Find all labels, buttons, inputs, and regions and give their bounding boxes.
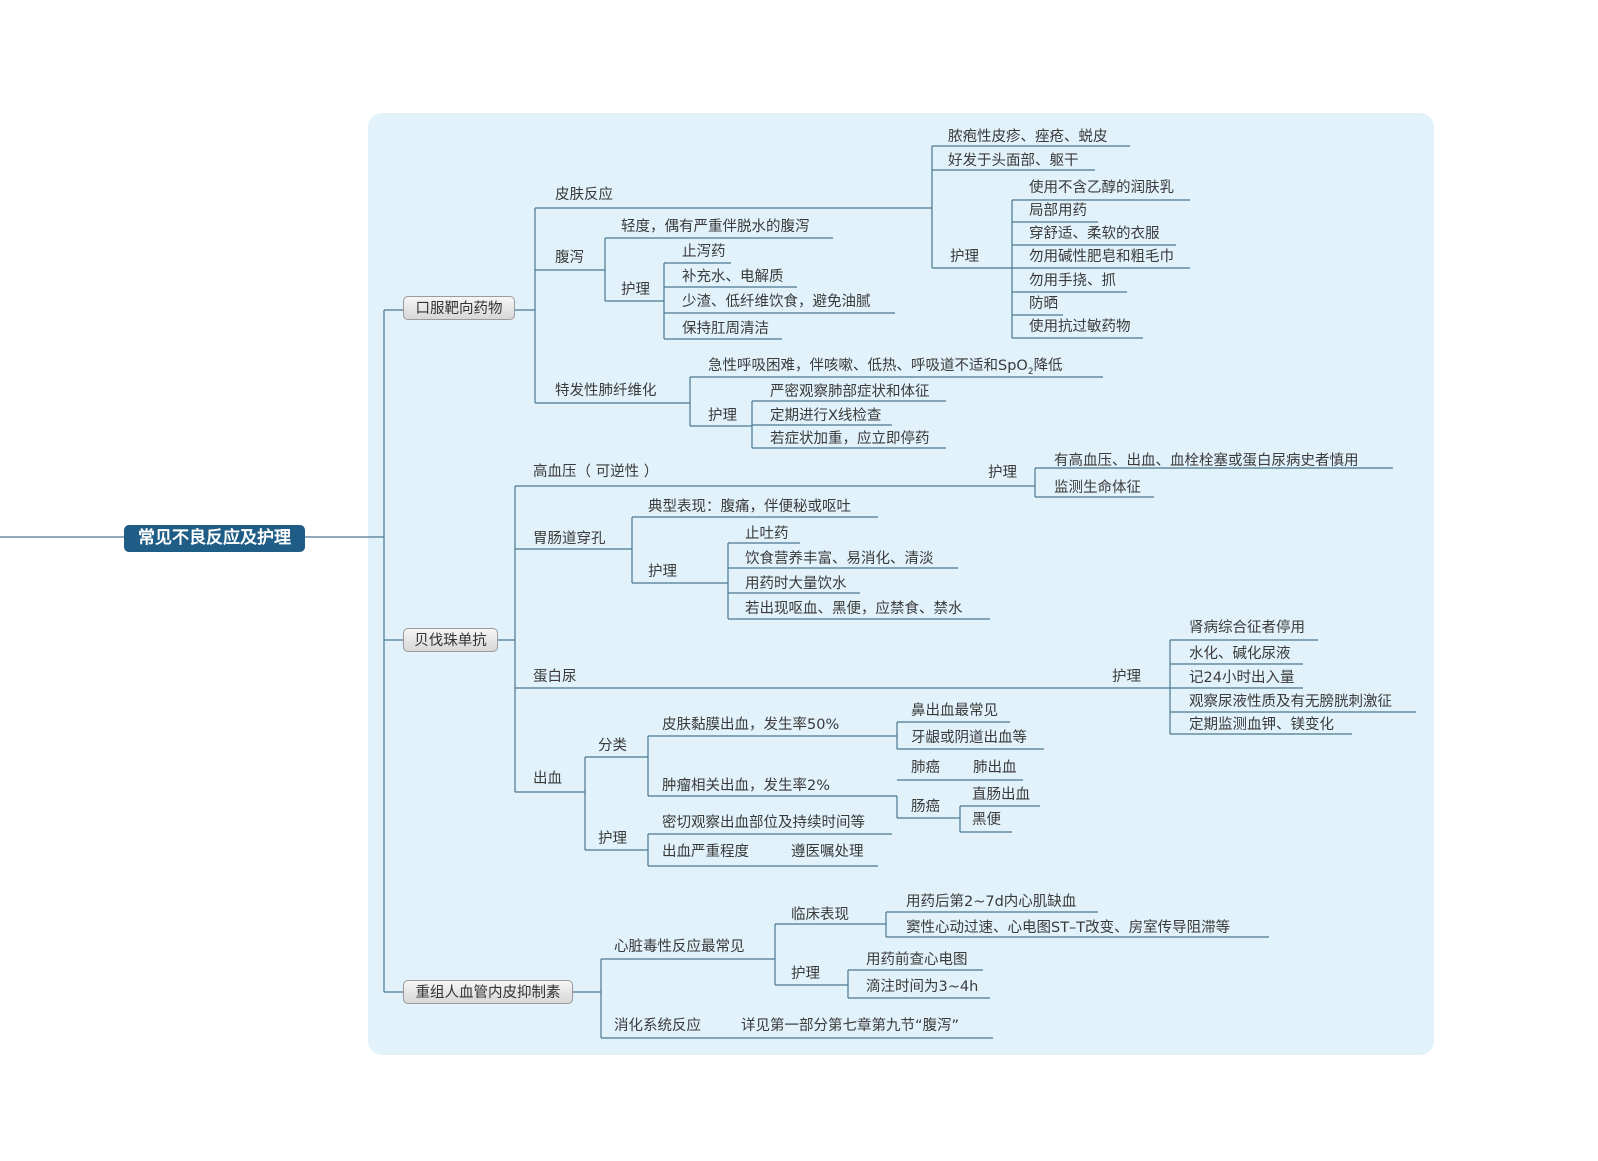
topic-ipf[interactable]: 特发性肺纤维化 [555, 383, 657, 399]
htn-care-item[interactable]: 监测生命体征 [1054, 480, 1141, 496]
prot-care[interactable]: 护理 [1112, 669, 1141, 685]
digestive-reference[interactable]: 详见第一部分第七章第九节“腹泻” [741, 1018, 960, 1034]
bleed-nose[interactable]: 鼻出血最常见 [911, 703, 998, 719]
ipf-care-item[interactable]: 严密观察肺部症状和体征 [770, 384, 930, 400]
topic-hypertension[interactable]: 高血压（ 可逆性 ） [533, 464, 659, 480]
bleed-lung-hemorrhage[interactable]: 肺出血 [973, 760, 1017, 776]
prot-care-item[interactable]: 肾病综合征者停用 [1189, 620, 1305, 636]
topic-oral-targeted-drugs[interactable]: 口服靶向药物 [403, 296, 515, 320]
bleed-care-severity[interactable]: 出血严重程度 [662, 844, 749, 860]
prot-care-item[interactable]: 观察尿液性质及有无膀胱刺激征 [1189, 694, 1392, 710]
diarrhea-care-item[interactable]: 保持肛周清洁 [682, 321, 769, 337]
skin-location[interactable]: 好发于头面部、躯干 [948, 153, 1079, 169]
topic-endostar[interactable]: 重组人血管内皮抑制素 [403, 980, 573, 1004]
ipf-symptom[interactable]: 急性呼吸困难，伴咳嗽、低热、呼吸道不适和SpO2降低 [708, 358, 1063, 377]
gi-care[interactable]: 护理 [648, 564, 677, 580]
skin-care-item[interactable]: 穿舒适、柔软的衣服 [1029, 226, 1160, 242]
topic-skin-reaction[interactable]: 皮肤反应 [555, 187, 613, 203]
skin-care-item[interactable]: 局部用药 [1029, 203, 1087, 219]
gi-symptom[interactable]: 典型表现：腹痛，伴便秘或呕吐 [648, 499, 851, 515]
diarrhea-care-item[interactable]: 少渣、低纤维饮食，避免油腻 [682, 294, 871, 310]
htn-care-item[interactable]: 有高血压、出血、血栓栓塞或蛋白尿病史者慎用 [1054, 453, 1359, 469]
diarrhea-care[interactable]: 护理 [621, 282, 650, 298]
bleed-skin-mucosa[interactable]: 皮肤黏膜出血，发生率50% [662, 717, 840, 733]
cardio-clinical[interactable]: 临床表现 [791, 907, 849, 923]
diarrhea-care-item[interactable]: 补充水、电解质 [682, 269, 784, 285]
skin-care-item[interactable]: 勿用手挠、抓 [1029, 273, 1116, 289]
bleed-care-follow-doctor[interactable]: 遵医嘱处理 [791, 844, 864, 860]
gi-care-item[interactable]: 饮食营养丰富、易消化、清淡 [745, 551, 934, 567]
skin-care-item[interactable]: 使用不含乙醇的润肤乳 [1029, 180, 1174, 196]
topic-bleeding[interactable]: 出血 [533, 771, 562, 787]
gi-care-item[interactable]: 若出现呕血、黑便，应禁食、禁水 [745, 601, 963, 617]
cardio-care-item[interactable]: 用药前查心电图 [866, 952, 968, 968]
cardio-clinical-item[interactable]: 窦性心动过速、心电图ST–T改变、房室传导阻滞等 [906, 920, 1231, 936]
ipf-care-item[interactable]: 若症状加重，应立即停药 [770, 431, 930, 447]
gi-care-item[interactable]: 用药时大量饮水 [745, 576, 847, 592]
mindmap-panel [368, 113, 1434, 1055]
topic-cardiotoxicity[interactable]: 心脏毒性反应最常见 [614, 939, 745, 955]
diarrhea-care-item[interactable]: 止泻药 [682, 244, 726, 260]
topic-diarrhea[interactable]: 腹泻 [555, 250, 584, 266]
skin-care-item[interactable]: 使用抗过敏药物 [1029, 319, 1131, 335]
topic-digestive[interactable]: 消化系统反应 [614, 1018, 701, 1034]
prot-care-item[interactable]: 记24小时出入量 [1189, 670, 1295, 686]
topic-bevacizumab[interactable]: 贝伐珠单抗 [403, 628, 498, 652]
bleed-melena[interactable]: 黑便 [972, 812, 1001, 828]
bleed-classification[interactable]: 分类 [598, 738, 627, 754]
skin-symptom[interactable]: 脓疱性皮疹、痤疮、蜕皮 [948, 129, 1108, 145]
ipf-care-item[interactable]: 定期进行X线检查 [770, 408, 882, 424]
gi-care-item[interactable]: 止吐药 [745, 526, 789, 542]
prot-care-item[interactable]: 水化、碱化尿液 [1189, 646, 1291, 662]
root-topic[interactable]: 常见不良反应及护理 [124, 525, 305, 552]
cardio-care-item[interactable]: 滴注时间为3~4h [866, 979, 979, 995]
bleed-care-observe[interactable]: 密切观察出血部位及持续时间等 [662, 815, 865, 831]
bleed-rectal[interactable]: 直肠出血 [972, 787, 1030, 803]
bleed-care[interactable]: 护理 [598, 831, 627, 847]
cardio-care[interactable]: 护理 [791, 966, 820, 982]
bleed-gum[interactable]: 牙龈或阴道出血等 [911, 730, 1027, 746]
skin-care-item[interactable]: 勿用碱性肥皂和粗毛巾 [1029, 249, 1174, 265]
topic-proteinuria[interactable]: 蛋白尿 [533, 669, 577, 685]
prot-care-item[interactable]: 定期监测血钾、镁变化 [1189, 717, 1334, 733]
diarrhea-symptom[interactable]: 轻度，偶有严重伴脱水的腹泻 [621, 219, 810, 235]
skin-care-item[interactable]: 防晒 [1029, 296, 1058, 312]
cardio-clinical-item[interactable]: 用药后第2~7d内心肌缺血 [906, 894, 1077, 910]
topic-gi-perforation[interactable]: 胃肠道穿孔 [533, 531, 606, 547]
bleed-tumor[interactable]: 肿瘤相关出血，发生率2% [662, 778, 831, 794]
bleed-colon-cancer[interactable]: 肠癌 [911, 799, 940, 815]
htn-care[interactable]: 护理 [988, 465, 1017, 481]
bleed-lung-cancer[interactable]: 肺癌 [911, 760, 940, 776]
ipf-care[interactable]: 护理 [708, 408, 737, 424]
skin-care[interactable]: 护理 [950, 249, 979, 265]
